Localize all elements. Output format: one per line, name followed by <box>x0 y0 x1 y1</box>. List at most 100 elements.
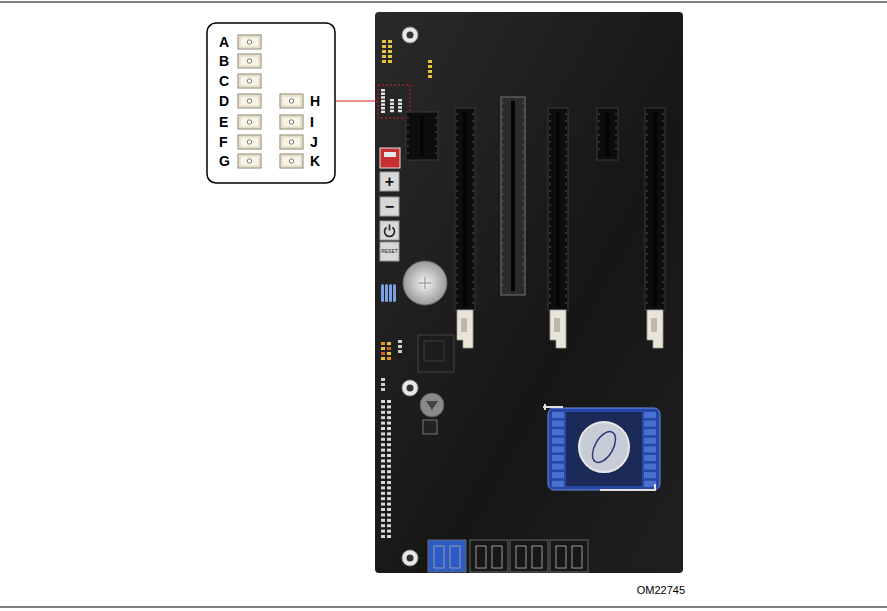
slot-tick <box>662 121 664 122</box>
led-symbol <box>280 154 303 168</box>
slot-latch <box>647 310 663 348</box>
slot-tick <box>662 114 664 115</box>
header-pin <box>381 465 385 468</box>
led-dot <box>247 99 251 103</box>
slot-tick <box>456 212 458 213</box>
slot-tick <box>565 282 567 283</box>
slot-tick <box>662 212 664 213</box>
slot-tick <box>456 247 458 248</box>
socket-fin <box>644 472 656 478</box>
slot-tick <box>472 303 474 304</box>
cpu-socket <box>548 408 660 490</box>
socket-fin <box>552 481 564 487</box>
slot-tick <box>522 187 524 188</box>
slot-tick <box>549 163 551 164</box>
slot-tick <box>598 142 600 143</box>
slot-tick <box>549 149 551 150</box>
slot-tick <box>407 118 409 119</box>
header-pin <box>381 470 385 473</box>
header-pin <box>387 357 391 360</box>
slot-tick <box>407 153 409 154</box>
slot-tick <box>662 219 664 220</box>
header-pin <box>387 438 391 441</box>
slot-tick <box>502 117 504 118</box>
slot-tick <box>522 229 524 230</box>
slot-latch <box>550 310 566 348</box>
led-face <box>282 137 301 147</box>
header-pin <box>381 432 385 435</box>
slot-tick <box>646 240 648 241</box>
slot-tick <box>549 142 551 143</box>
led-dot <box>247 79 251 83</box>
slot-tick <box>456 233 458 234</box>
slot-tick <box>502 166 504 167</box>
slot-tick <box>456 128 458 129</box>
slot-tick <box>502 173 504 174</box>
mounting-hole-center <box>407 385 414 392</box>
header-pin <box>387 503 391 506</box>
header-pin <box>428 75 432 78</box>
slot-tick <box>522 236 524 237</box>
header-pin <box>385 284 388 302</box>
led-letter: H <box>310 94 320 108</box>
led-symbol <box>280 115 303 129</box>
slot-tick <box>646 282 648 283</box>
slot-tick <box>549 170 551 171</box>
header-pin <box>381 427 385 430</box>
slot-tick <box>598 114 600 115</box>
slot-tick <box>549 177 551 178</box>
slot-tick <box>565 247 567 248</box>
header-pin <box>387 400 391 403</box>
header-pin <box>387 481 391 484</box>
header-pin <box>398 345 402 348</box>
slot-tick <box>502 180 504 181</box>
cpu-logo-swoosh <box>588 428 621 466</box>
slot-tick <box>646 247 648 248</box>
slot-tick <box>502 222 504 223</box>
led <box>381 93 385 95</box>
header-pin <box>381 513 385 516</box>
slot-tick <box>549 212 551 213</box>
slot-tick <box>522 159 524 160</box>
slot-tick <box>549 247 551 248</box>
mounting-hole-center <box>407 32 414 39</box>
slot-tick <box>646 114 648 115</box>
socket-fin <box>552 412 564 418</box>
slot-tick <box>565 212 567 213</box>
slot-tick <box>549 226 551 227</box>
slot-tick <box>472 289 474 290</box>
slot-tick <box>615 114 617 115</box>
header-pin <box>381 508 385 511</box>
slot-tick <box>472 184 474 185</box>
led-dot <box>289 99 293 103</box>
header-pin <box>387 432 391 435</box>
slot-tick <box>646 212 648 213</box>
power-connector <box>510 540 548 572</box>
slot-tick <box>615 121 617 122</box>
slot-tick <box>646 198 648 199</box>
header-pin <box>388 45 392 48</box>
slot-tick <box>472 240 474 241</box>
buzzer-mark <box>426 401 438 410</box>
slot-tick <box>662 191 664 192</box>
header-pin <box>381 476 385 479</box>
header-pin <box>387 492 391 495</box>
header-pin <box>381 524 385 527</box>
socket-fin <box>644 455 656 461</box>
led-symbol <box>238 54 261 68</box>
slot-tick <box>435 132 437 133</box>
slot-tick <box>472 198 474 199</box>
slot-tick <box>522 257 524 258</box>
slot-tick <box>565 177 567 178</box>
slot-tick <box>472 261 474 262</box>
slot-tick <box>456 198 458 199</box>
header-pin <box>382 50 386 53</box>
led-symbol <box>280 135 303 149</box>
slot-tick <box>598 121 600 122</box>
slot-tick <box>522 110 524 111</box>
slot-tick <box>502 152 504 153</box>
led <box>381 111 385 113</box>
socket-fin <box>552 446 564 452</box>
led-face <box>240 156 259 166</box>
